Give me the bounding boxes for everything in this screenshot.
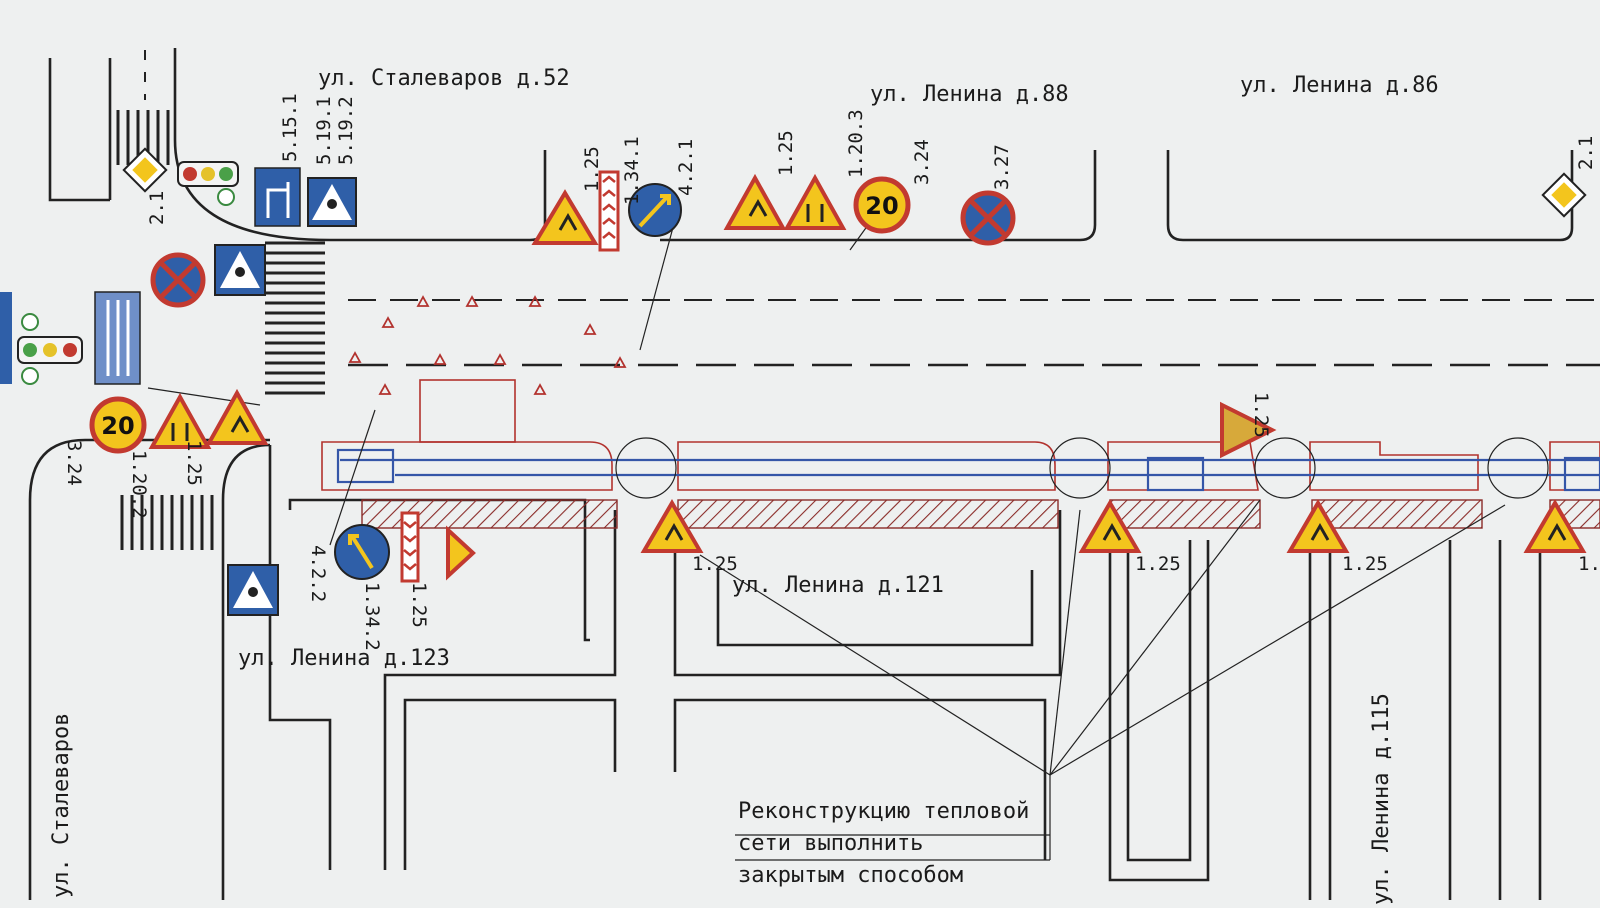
street-label: ул. Ленина д.86 — [1240, 73, 1439, 98]
sign-code: 4.2.1 — [675, 139, 697, 196]
sign-code: 3.27 — [991, 144, 1013, 190]
sign-code: 5.19.2 — [335, 96, 357, 165]
street-label: ул. Ленина д.121 — [732, 573, 944, 598]
road-works-sign-icon — [205, 388, 269, 445]
sign-code: 1.25 — [581, 146, 603, 192]
hatched-zone — [1109, 499, 1261, 529]
road-curbs — [28, 48, 1574, 900]
street-label: ул. Сталеваров д.52 — [318, 66, 570, 91]
traffic-light-icon — [17, 313, 83, 385]
sign-code: 1.25 — [775, 130, 797, 176]
hatched-zone — [677, 499, 1059, 529]
sign-code: 1.34.1 — [621, 136, 643, 205]
road-works-sign-icon — [531, 189, 599, 245]
street-label: ул. Ленина д.88 — [870, 82, 1069, 107]
note-line: Реконструкцию тепловой — [738, 799, 1029, 824]
speed-limit-sign-icon: 20 — [853, 176, 911, 234]
pedestrian-crossing-sign-icon — [227, 564, 279, 616]
sign-code: 5.15.1 — [279, 93, 301, 162]
traffic-cones — [348, 295, 627, 395]
street-label: ул. Ленина д.123 — [238, 646, 450, 671]
road-works-sign-icon — [723, 173, 787, 230]
crosswalks — [116, 110, 325, 550]
road-works-sign-icon — [1078, 499, 1142, 553]
mandatory-direction-sign-icon — [334, 524, 390, 580]
speed-limit-value: 20 — [865, 192, 898, 220]
traffic-light-icon — [177, 161, 239, 206]
sign-code: 4.2.2 — [307, 545, 329, 602]
road-works-sign-icon — [1286, 499, 1350, 553]
sign-code: 1.25 — [1578, 553, 1600, 575]
lane-direction-sign-icon — [94, 291, 141, 385]
heat-pipe — [336, 437, 1600, 499]
lane-markings — [144, 50, 1600, 367]
sign-code-labels: 5.15.1 5.19.1 5.19.2 2.1 2.1 1.25 1.34.1… — [63, 93, 1600, 650]
pedestrian-crossing-sign-icon — [307, 177, 357, 227]
sign-code: 1.20.3 — [845, 109, 867, 178]
road-works-sign-icon — [446, 525, 476, 581]
chevron-board-icon — [598, 170, 620, 252]
road-works-sign-icon — [640, 499, 704, 553]
mandatory-direction-sign-icon — [628, 183, 682, 237]
hatched-zone — [361, 499, 618, 529]
sign-code: 1.20.2 — [128, 450, 150, 519]
priority-road-sign-icon — [1541, 172, 1587, 218]
street-labels: ул. Сталеваров д.52 ул. Ленина д.88 ул. … — [49, 66, 1439, 905]
speed-limit-value: 20 — [101, 412, 134, 440]
sign-code: 2.1 — [146, 191, 168, 225]
sign-code: 3.24 — [911, 139, 933, 185]
road-works-sign-icon — [1220, 401, 1277, 459]
road-narrowing-sign-icon — [148, 392, 212, 449]
work-zone — [321, 379, 1600, 529]
sign-code: 1.25 — [408, 582, 430, 628]
speed-limit-sign-icon: 20 — [89, 396, 147, 454]
pedestrian-crossing-sign-icon — [214, 244, 266, 296]
sign-code: 1.25 — [1135, 553, 1181, 575]
sign-code: 2.1 — [1575, 136, 1597, 170]
partial-sign-icon — [0, 292, 12, 384]
road-works-sign-icon — [1523, 499, 1587, 553]
priority-road-sign-icon — [122, 147, 168, 193]
note-line: закрытым способом — [738, 863, 963, 888]
street-label: ул. Сталеваров — [49, 713, 74, 898]
no-stopping-sign-icon — [150, 252, 206, 308]
lane-direction-sign-icon — [254, 167, 301, 227]
sign-code: 5.19.1 — [313, 96, 335, 165]
no-stopping-sign-icon — [960, 190, 1016, 246]
street-label: ул. Ленина д.115 — [1369, 693, 1394, 905]
leader-lines — [147, 219, 1506, 861]
hatched-zone — [1311, 499, 1483, 529]
construction-note: Реконструкцию тепловой сети выполнить за… — [738, 799, 1029, 888]
sign-code: 1.25 — [692, 553, 738, 575]
road-narrowing-sign-icon — [783, 173, 847, 230]
sign-code: 1.25 — [183, 440, 205, 486]
road-signs: 20 20 — [0, 147, 1587, 616]
sign-code: 1.25 — [1250, 392, 1272, 438]
sign-code: 1.25 — [1342, 553, 1388, 575]
sign-code: 3.24 — [63, 440, 85, 486]
chevron-board-icon — [400, 511, 420, 583]
note-line: сети выполнить — [738, 831, 923, 856]
sign-code: 1.34.2 — [361, 582, 383, 651]
